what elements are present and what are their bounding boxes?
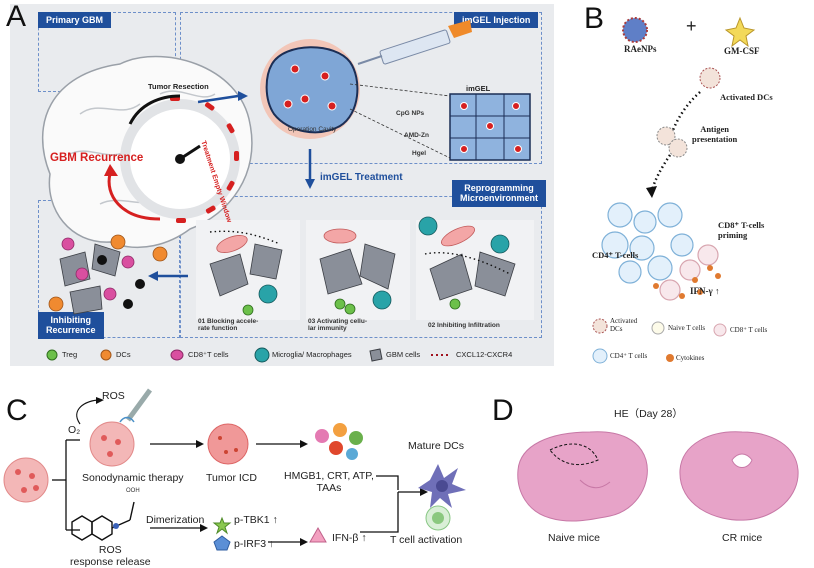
dc-icon bbox=[100, 349, 112, 361]
panel-c-label: C bbox=[6, 394, 28, 427]
amd-zn-label: AMD-Zn bbox=[404, 132, 429, 139]
cpg-nps-label: CpG NPs bbox=[396, 110, 425, 117]
legend-cxcl12: CXCL12-CXCR4 bbox=[456, 350, 513, 359]
raenps-label: RAeNPs bbox=[624, 44, 657, 54]
dotted-line-icon bbox=[431, 354, 451, 356]
sonodynamic-label: Sonodynamic therapy bbox=[82, 472, 184, 484]
naive-brain-section bbox=[517, 431, 648, 522]
legend-b-cd4-t: CD4⁺ T cells bbox=[610, 352, 648, 360]
ptbk1-label: p-TBK1 ↑ bbox=[234, 514, 278, 526]
reprogramming-tag: Reprogramming Microenvironment bbox=[452, 180, 547, 207]
pirf3-label: p-IRF3 ↑ bbox=[234, 538, 275, 550]
syringe bbox=[357, 20, 472, 65]
dimerization-label: Dimerization bbox=[146, 514, 205, 526]
imgel-blob bbox=[265, 46, 359, 134]
legend-dcs: DCs bbox=[116, 350, 131, 359]
legend-cd8: CD8⁺T cells bbox=[188, 350, 229, 359]
brain-folds bbox=[69, 90, 216, 205]
step-scenes bbox=[196, 216, 534, 320]
ros-label: ROS bbox=[102, 390, 125, 402]
panel-d-label: D bbox=[492, 394, 514, 427]
panel-b-artwork bbox=[592, 16, 756, 364]
ifnb-label: IFN-β ↑ bbox=[332, 532, 367, 544]
cr-brain-section bbox=[679, 431, 799, 521]
panel-b-label: B bbox=[584, 2, 605, 35]
hgel-label: Hgel bbox=[412, 150, 427, 157]
step-02-label: 02 Inhibiting Infiltration bbox=[428, 322, 500, 329]
legend-b-cd8-t: CD8⁺ T cells bbox=[730, 326, 768, 334]
step-03-label: 03 Activating cellu- lar immunity bbox=[308, 318, 367, 333]
panel-a-artwork bbox=[42, 20, 534, 320]
inhibiting-tag: Inhibiting Recurrence bbox=[38, 312, 104, 339]
damps-label: HMGB1, CRT, ATP, TAAs bbox=[284, 470, 374, 495]
panel-a-legend: Treg DCs CD8⁺T cells Microglia/ Macropha… bbox=[10, 344, 554, 366]
black-arc bbox=[128, 94, 181, 125]
imgel-injection-tag: imGEL Injection bbox=[454, 12, 539, 28]
operation-cavity-label: Operation Cavity bbox=[288, 126, 337, 133]
panel-a-label: A bbox=[6, 0, 27, 33]
antigen-presentation-label: Antigen presentation bbox=[692, 124, 738, 145]
legend-treg: Treg bbox=[62, 350, 78, 359]
ooh-label: OOH bbox=[126, 488, 140, 494]
he-day28-label: HE（Day 28） bbox=[614, 408, 683, 420]
reprogramming-frame bbox=[180, 196, 542, 338]
step-01-label: 01 Blocking accele- rate function bbox=[198, 318, 259, 333]
panel-c-artwork bbox=[3, 388, 466, 551]
inhibiting-scene bbox=[48, 234, 168, 315]
treg-icon bbox=[46, 349, 58, 361]
mature-dcs-label: Mature DCs bbox=[408, 440, 465, 452]
cr-mice-label: CR mice bbox=[722, 532, 763, 544]
cd8-icon bbox=[170, 349, 184, 361]
imgel-treatment-label: imGEL Treatment bbox=[320, 172, 403, 183]
legend-gbm-cells: GBM cells bbox=[386, 350, 421, 359]
primary-gbm-tag: Primary GBM bbox=[38, 12, 112, 28]
legend-microglia: Microglia/ Macrophages bbox=[272, 350, 352, 359]
imgel-inset-title: imGEL bbox=[466, 84, 491, 93]
legend-b-naive-t: Naive T cells bbox=[668, 324, 706, 332]
activated-dcs-label: Activated DCs bbox=[720, 92, 773, 102]
naive-mice-label: Naive mice bbox=[548, 532, 600, 544]
ros-release-label: ROS response release bbox=[70, 544, 151, 568]
tcell-activation-label: T cell activation bbox=[390, 534, 463, 546]
gbm-recurrence-label: GBM Recurrence bbox=[50, 152, 144, 164]
gbm-cell-icon bbox=[369, 348, 383, 362]
tumor-icd-label: Tumor ICD bbox=[206, 472, 257, 484]
legend-b-cytokines: Cytokines bbox=[676, 354, 705, 362]
cd8-priming-label: CD8⁺ T-cells priming bbox=[718, 220, 765, 241]
plus-sign: + bbox=[686, 16, 697, 36]
gmcsf-label: GM-CSF bbox=[724, 46, 760, 56]
microglia-icon bbox=[254, 347, 270, 363]
legend-b-activated-dcs: Activated DCs bbox=[610, 317, 638, 333]
ifn-gamma-label: IFN-γ ↑ bbox=[690, 286, 720, 296]
red-return-arrow bbox=[107, 173, 161, 221]
tumor-resection-label: Tumor Resection bbox=[148, 82, 209, 91]
panel-d-sections bbox=[517, 431, 799, 522]
o2-label: O₂ bbox=[68, 424, 81, 436]
cd4-tcells-label: CD4⁺ T-cells bbox=[592, 250, 639, 260]
